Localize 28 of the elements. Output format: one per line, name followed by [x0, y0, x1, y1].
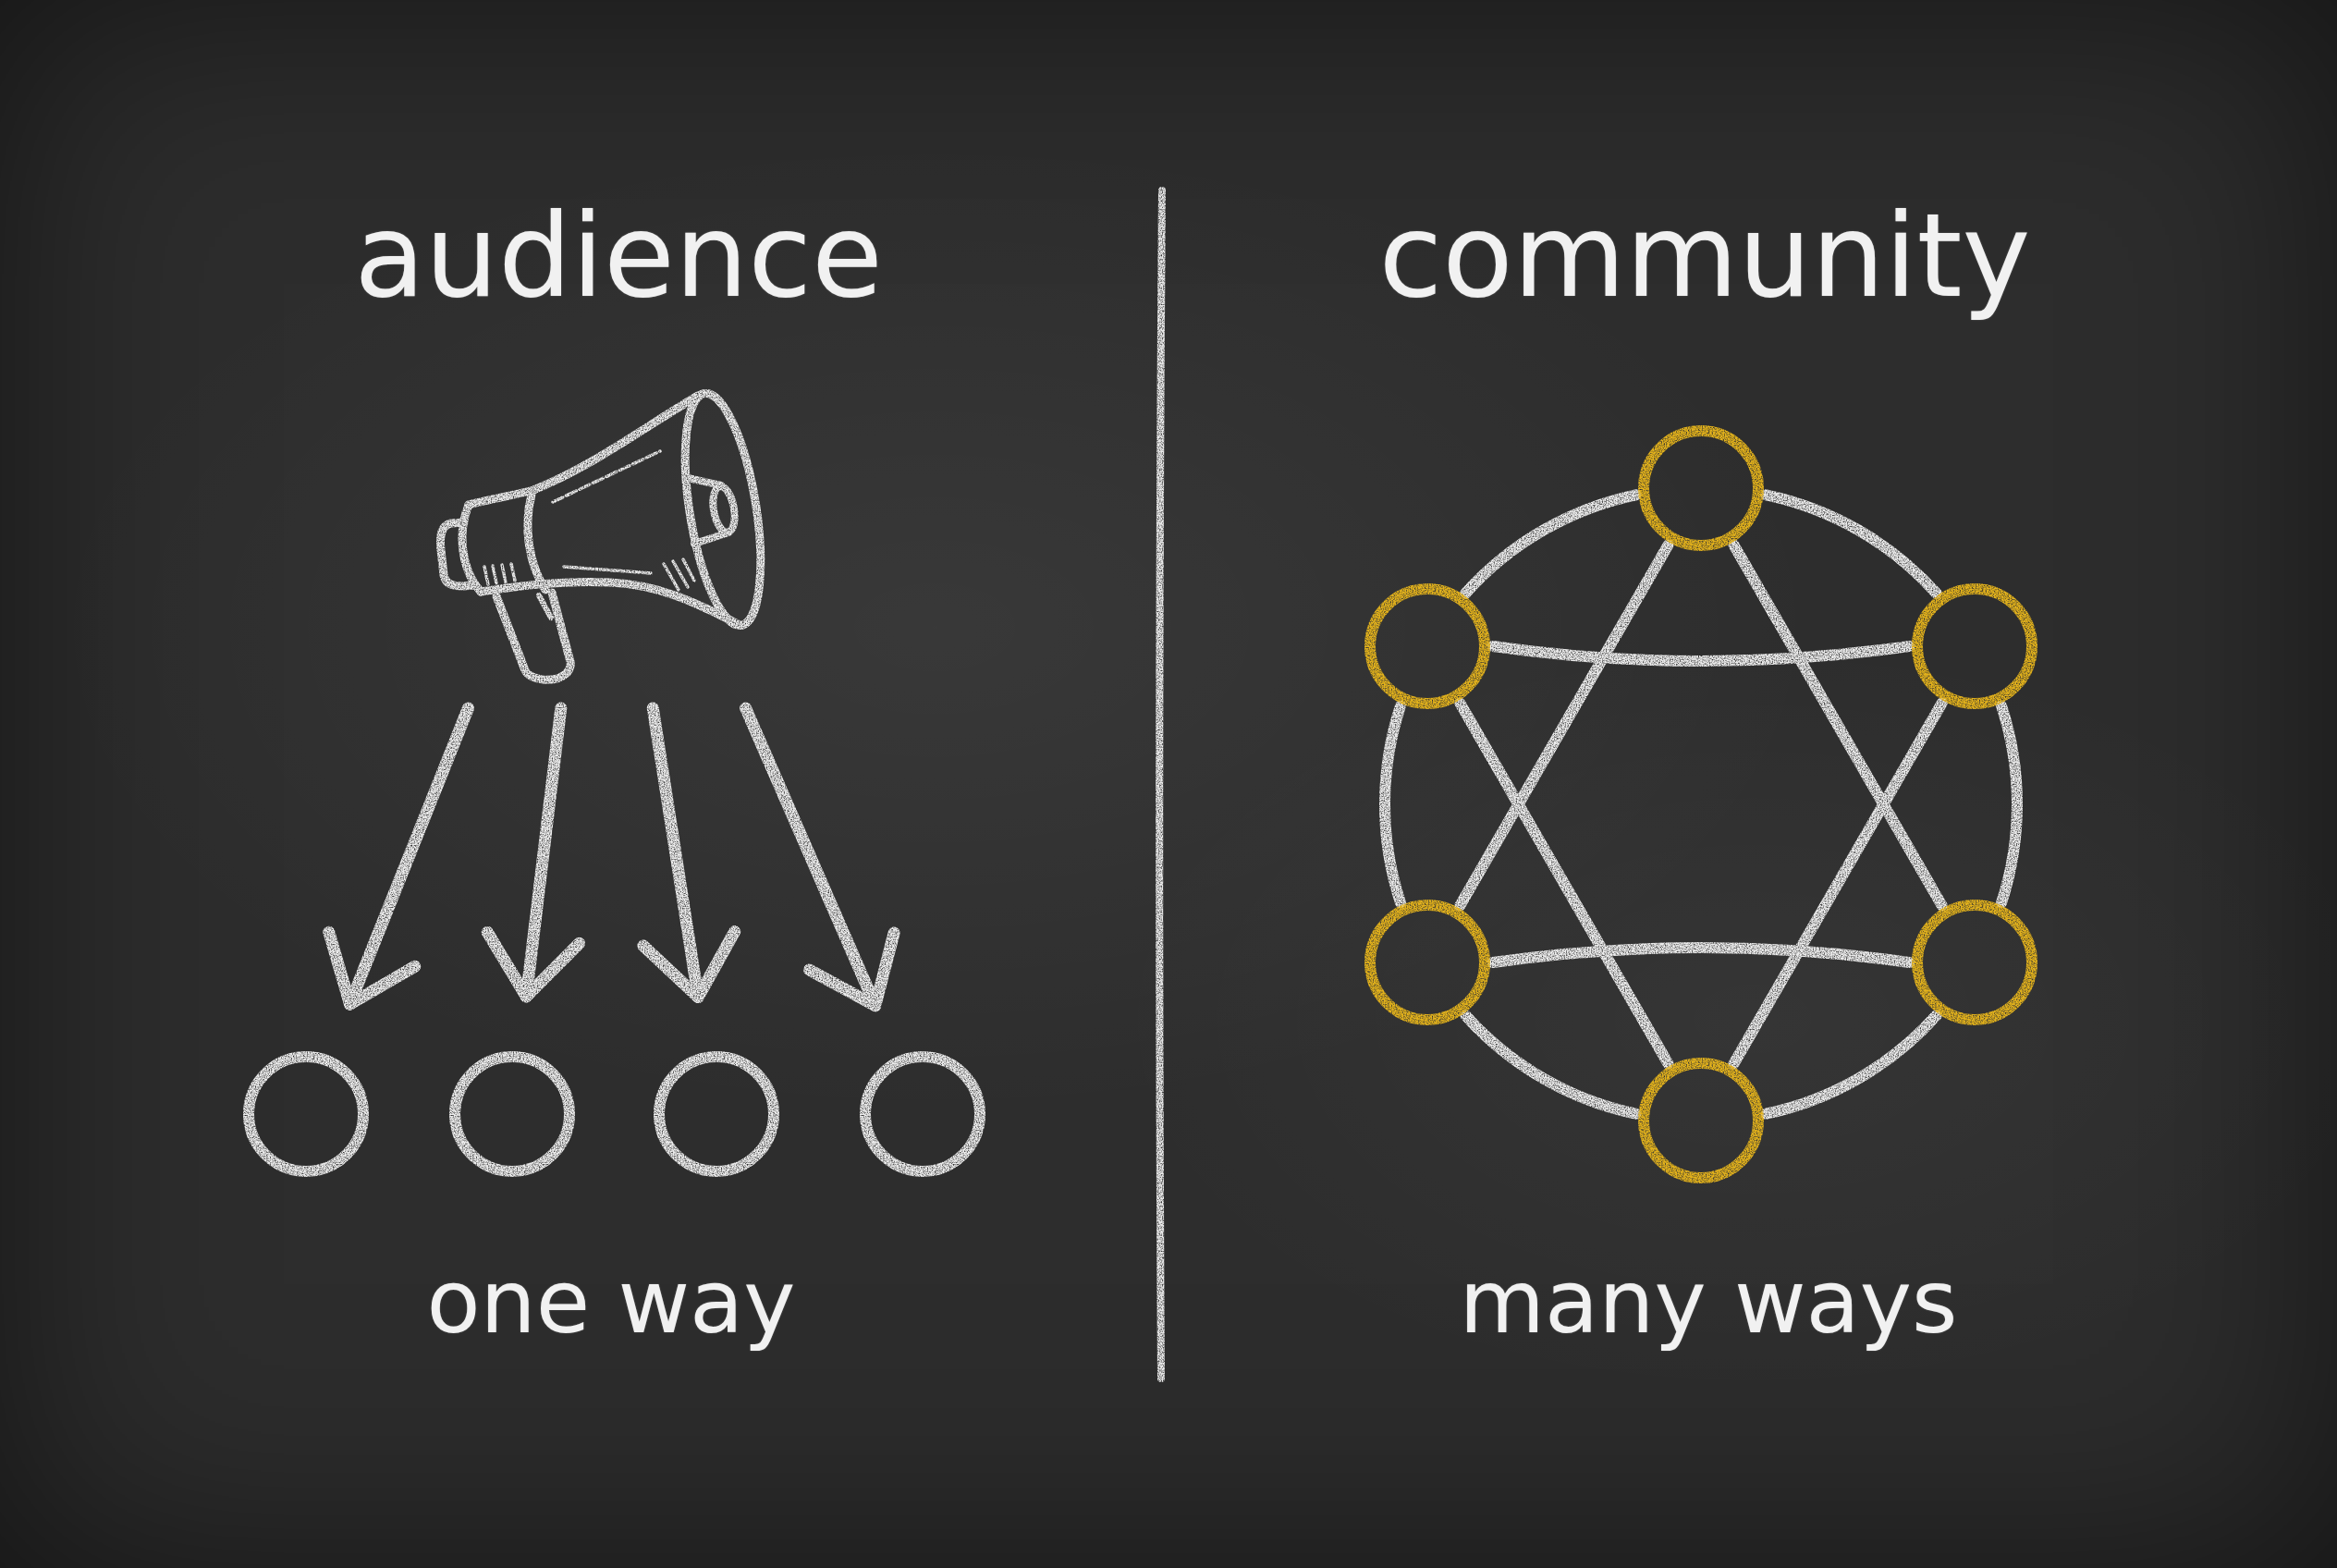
circle-node	[654, 1051, 779, 1177]
arrow	[323, 702, 474, 1011]
connector-line	[1760, 489, 1942, 599]
section-heading: community	[1378, 188, 2031, 325]
connector-line	[1760, 1010, 1942, 1120]
circle-node	[860, 1051, 985, 1177]
circle-node	[449, 1051, 575, 1177]
arrow	[637, 702, 741, 1004]
caption-text: one way	[426, 1250, 796, 1354]
connector-line	[1728, 697, 1948, 1070]
circle-node	[1638, 425, 1764, 551]
connector-line	[1460, 489, 1642, 599]
section-heading: audience	[354, 188, 883, 325]
connector-line	[1728, 539, 1948, 912]
connector-line	[1460, 1010, 1642, 1120]
arrow	[740, 702, 900, 1012]
circle-node	[1912, 583, 2038, 709]
circle-node	[1364, 900, 1490, 1025]
connector-line	[1454, 539, 1674, 912]
connector-line	[1379, 700, 1406, 909]
arrow	[481, 702, 586, 1003]
circle-node	[243, 1051, 369, 1177]
circle-node	[1638, 1058, 1764, 1183]
caption-text: many ways	[1459, 1250, 1958, 1354]
connector-line	[1996, 700, 2023, 909]
circle-node	[1364, 583, 1490, 709]
circle-node	[1912, 900, 2038, 1025]
connector-line	[1454, 697, 1674, 1070]
